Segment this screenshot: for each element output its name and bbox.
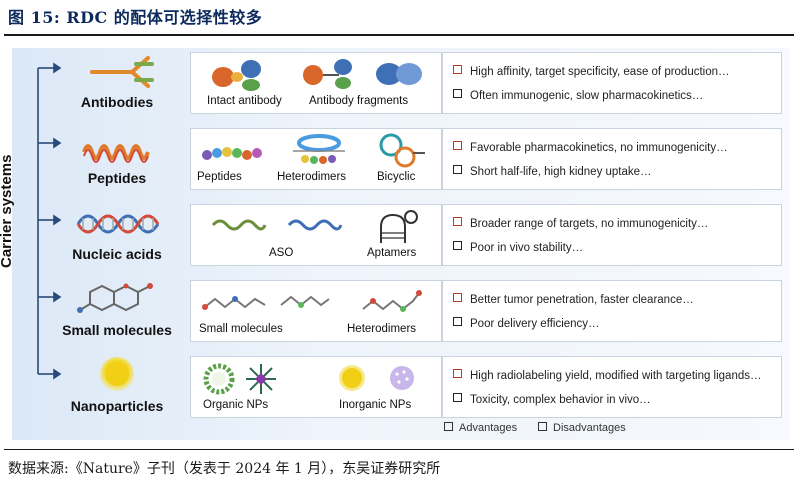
item-label: Heterodimers xyxy=(347,323,417,335)
advantage-text: High affinity, target specificity, ease … xyxy=(470,66,730,78)
item-label: Antibody fragments xyxy=(309,95,409,107)
legend-disadvantages: Disadvantages xyxy=(538,422,626,434)
disadvantage-marker-icon xyxy=(453,165,462,174)
category-label: Nanoparticles xyxy=(70,398,164,414)
organic-np-ring-icon xyxy=(203,363,235,395)
pros-cons-box: High radiolabeling yield, modified with … xyxy=(442,356,782,418)
molecule-icon xyxy=(77,283,153,313)
advantage-point: High radiolabeling yield, modified with … xyxy=(453,369,762,382)
aso-strand-icon xyxy=(211,219,267,231)
item-label: Heterodimers xyxy=(277,171,347,183)
disadvantage-marker-icon xyxy=(453,241,462,250)
disadvantage-point: Short half-life, high kidney uptake… xyxy=(453,165,652,178)
category-label: Small molecules xyxy=(62,322,172,338)
carrier-types-box: Small molecules Heterodimers xyxy=(190,280,442,342)
pros-cons-box: Better tumor penetration, faster clearan… xyxy=(442,280,782,342)
category-label: Antibodies xyxy=(80,94,154,110)
advantage-text: Broader range of targets, no immunogenic… xyxy=(470,218,709,230)
advantage-point: Better tumor penetration, faster clearan… xyxy=(453,293,694,306)
item-label: Inorganic NPs xyxy=(339,399,412,411)
disadvantage-text: Poor in vivo stability… xyxy=(470,242,584,254)
advantage-point: Favorable pharmacokinetics, no immunogen… xyxy=(453,141,728,154)
category-label: Nucleic acids xyxy=(72,246,162,262)
item-label: Intact antibody xyxy=(207,95,282,107)
disadvantage-text: Short half-life, high kidney uptake… xyxy=(470,166,652,178)
advantage-text: Better tumor penetration, faster clearan… xyxy=(470,294,694,306)
carrier-types-box: ASO Aptamers xyxy=(190,204,442,266)
row-peptides: Peptides Peptides Heterodimers Bicyclic xyxy=(12,128,790,192)
advantage-marker-icon xyxy=(453,141,462,150)
legend-label: Advantages xyxy=(459,422,518,434)
disadvantage-marker-icon xyxy=(453,393,462,402)
pros-cons-box: Favorable pharmacokinetics, no immunogen… xyxy=(442,128,782,190)
carrier-types-box: Peptides Heterodimers Bicyclic xyxy=(190,128,442,190)
category-label: Peptides xyxy=(87,170,147,186)
item-label: Bicyclic xyxy=(377,171,416,183)
advantage-text: Favorable pharmacokinetics, no immunogen… xyxy=(470,142,728,154)
row-nanoparticles: Nanoparticles Or xyxy=(12,356,790,420)
advantage-marker-icon xyxy=(453,369,462,378)
aso-strand-icon xyxy=(287,219,343,231)
antibody-fragments-icon xyxy=(303,59,352,89)
carrier-types-box: Intact antibody Antibody fragments xyxy=(190,52,442,114)
dna-helix-icon xyxy=(76,214,160,234)
fragment-pair-icon xyxy=(376,63,422,85)
disadvantage-point: Poor delivery efficiency… xyxy=(453,317,600,330)
row-antibodies: Antibodies Intact antibody Antibody frag… xyxy=(12,52,790,116)
bicyclic-icon xyxy=(379,133,425,168)
bottom-rule xyxy=(4,449,794,450)
pros-cons-box: Broader range of targets, no immunogenic… xyxy=(442,204,782,266)
intact-antibody-icon xyxy=(212,60,261,91)
figure-title: 图 15: RDC 的配体可选择性较多 xyxy=(8,8,263,27)
disadvantage-marker-icon xyxy=(453,317,462,326)
nanoparticle-icon xyxy=(100,357,134,391)
small-molecule-icon xyxy=(202,296,266,310)
item-label: Aptamers xyxy=(367,247,417,259)
inorganic-np-gold-icon xyxy=(339,365,365,391)
item-label: ASO xyxy=(269,247,294,259)
item-label: Peptides xyxy=(197,171,242,183)
row-nucleic-acids: Nucleic acids ASO Aptamers Broader range… xyxy=(12,204,790,268)
disadvantage-text: Often immunogenic, slow pharmacokinetics… xyxy=(470,90,704,102)
row-small-molecules: Small molecules Small molecules Heterodi… xyxy=(12,280,790,344)
legend-advantages: Advantages xyxy=(444,422,517,434)
heterodimer-icon xyxy=(293,134,345,164)
disadvantage-point: Poor in vivo stability… xyxy=(453,241,583,254)
advantage-marker-icon xyxy=(453,65,462,74)
item-label: Small molecules xyxy=(199,323,283,335)
disadvantage-text: Toxicity, complex behavior in vivo… xyxy=(470,394,651,406)
pros-cons-box: High affinity, target specificity, ease … xyxy=(442,52,782,114)
disadvantage-marker-icon xyxy=(453,89,462,98)
molecule-heterodimer-icon xyxy=(362,290,422,312)
bracket-arrows xyxy=(37,62,62,380)
carrier-types-box: Organic NPs Inorganic NPs xyxy=(190,356,442,418)
peptide-icon xyxy=(82,144,150,163)
advantage-text: High radiolabeling yield, modified with … xyxy=(470,370,762,382)
figure-panel: Carrier systems Antibodies xyxy=(0,48,790,440)
top-rule xyxy=(4,34,794,36)
advantage-point: Broader range of targets, no immunogenic… xyxy=(453,217,708,230)
disadvantage-point: Toxicity, complex behavior in vivo… xyxy=(453,393,651,406)
organic-np-dendrimer-icon xyxy=(246,364,276,394)
antibody-icon xyxy=(90,56,154,88)
advantage-point: High affinity, target specificity, ease … xyxy=(453,65,730,78)
source-note: 数据来源:《Nature》子刊（发表于 2024 年 1 月），东吴证券研究所 xyxy=(8,461,441,477)
peptide-chain-icon xyxy=(202,147,262,160)
aptamer-icon xyxy=(380,210,418,243)
disadvantage-text: Poor delivery efficiency… xyxy=(470,318,600,330)
item-label: Organic NPs xyxy=(203,399,269,411)
disadvantage-point: Often immunogenic, slow pharmacokinetics… xyxy=(453,89,703,102)
inorganic-np-purple-icon xyxy=(390,366,414,390)
disadvantage-legend-icon xyxy=(538,422,547,431)
small-molecule-icon xyxy=(280,295,330,308)
legend-label: Disadvantages xyxy=(553,422,626,434)
advantage-marker-icon xyxy=(453,217,462,226)
advantage-legend-icon xyxy=(444,422,453,431)
advantage-marker-icon xyxy=(453,293,462,302)
